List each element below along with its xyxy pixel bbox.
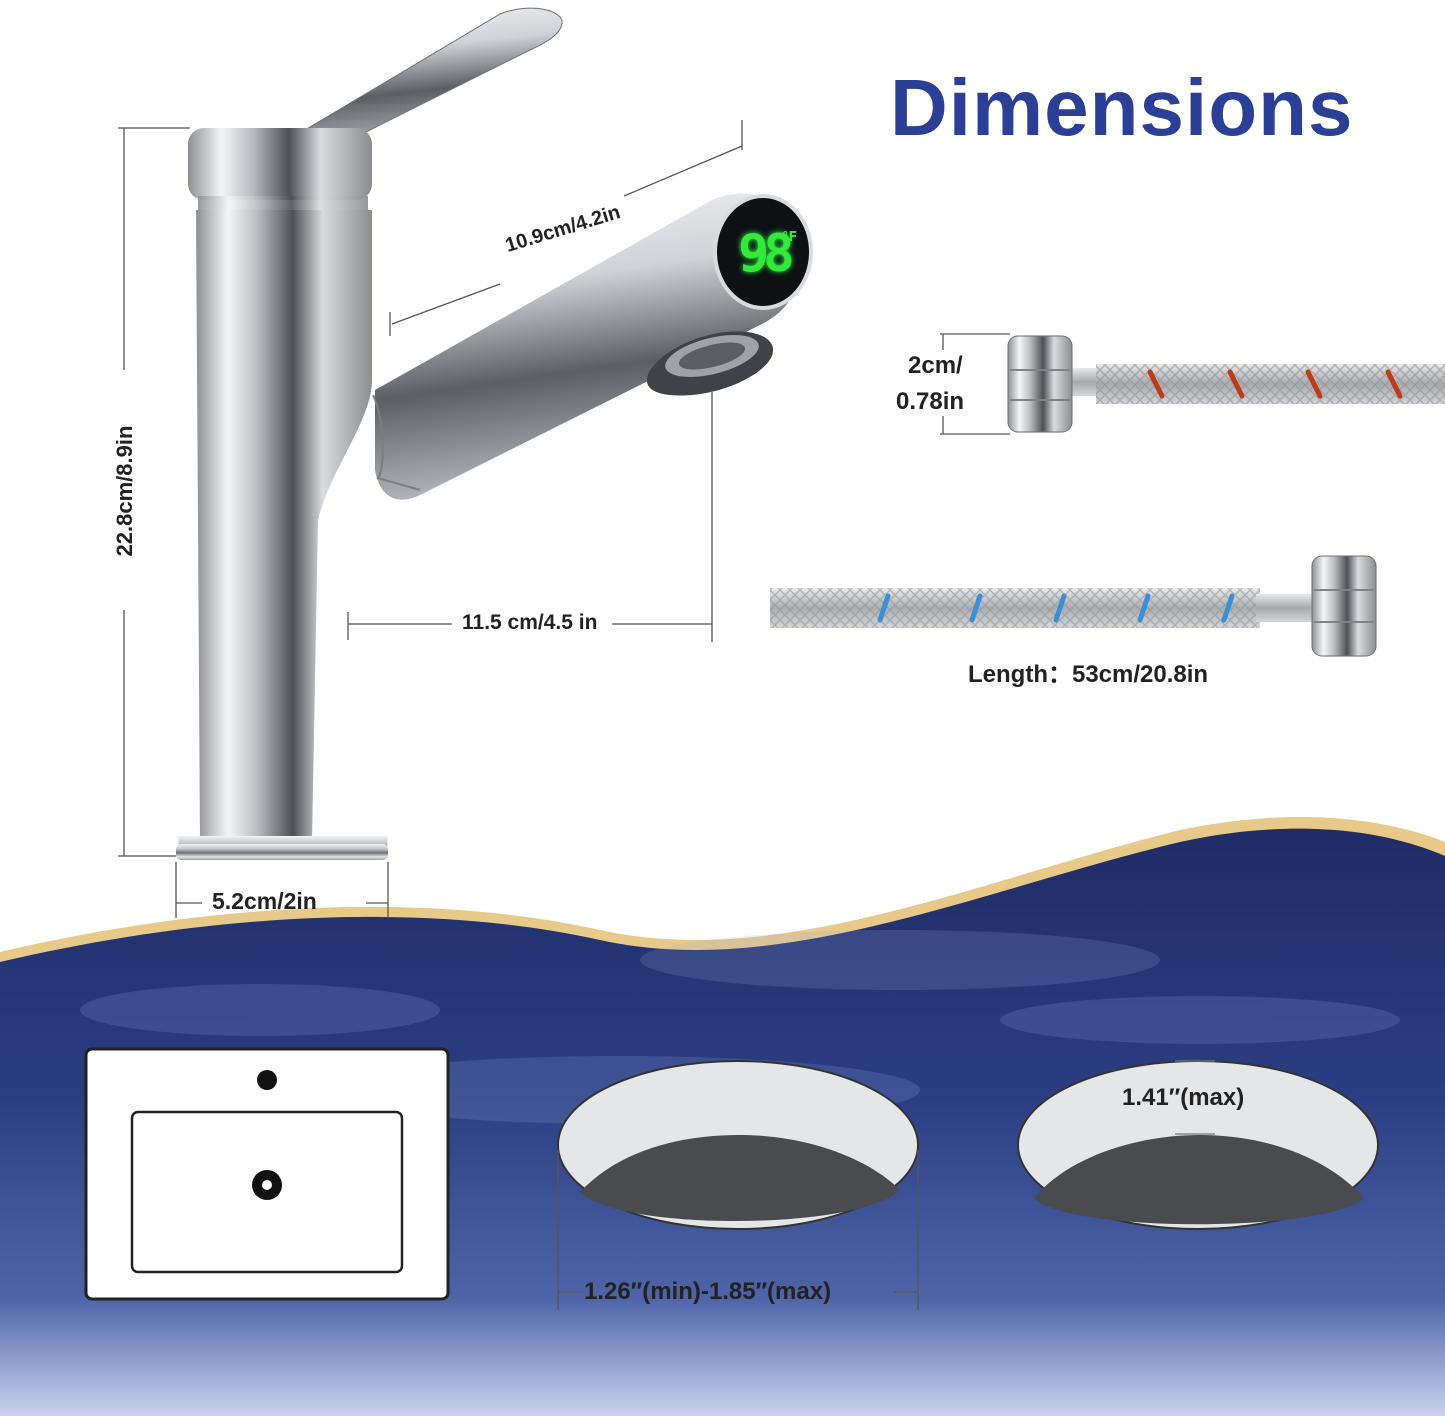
temperature-display: 98 [738,224,795,284]
base-width-label: 5.2cm/2in [212,888,317,914]
spout-reach-label: 11.5 cm/4.5 in [462,611,598,634]
counter-thickness-label: 1.41″(max) [1122,1084,1245,1111]
hose-connector-label-in: 0.78in [896,388,965,415]
temperature-unit: °F [782,230,798,245]
hose-length-label: Length：53cm/20.8in [968,661,1209,688]
hole-diameter-label: 1.26″(min)-1.85″(max) [584,1278,832,1305]
height-label: 22.8cm/8.9in [112,425,137,557]
hose-connector-label-cm: 2cm/ [908,352,963,379]
page-title: Dimensions [890,63,1354,152]
